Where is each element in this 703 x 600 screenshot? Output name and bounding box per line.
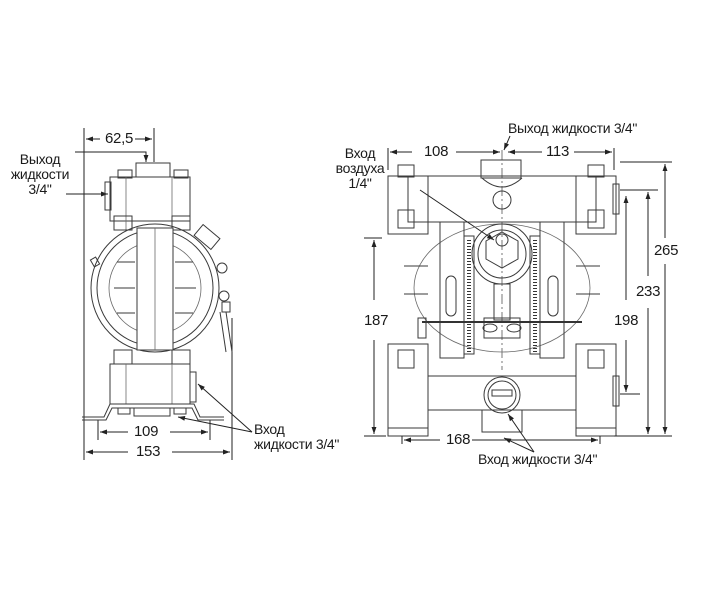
side-outlet-label-line3: 3/4" [28, 181, 52, 197]
dim-62-5: 62,5 [103, 130, 135, 147]
side-inlet-label-line2: жидкости 3/4" [254, 436, 340, 452]
side-outlet-label-line1: Выход [19, 151, 61, 167]
air-inlet-label-line3: 1/4" [348, 175, 372, 191]
dim-265: 265 [652, 242, 681, 259]
dim-168: 168 [444, 431, 473, 448]
dim-108: 108 [422, 143, 451, 160]
dim-198: 198 [612, 312, 641, 329]
side-view [66, 128, 253, 460]
air-inlet-label-line1: Вход [344, 145, 376, 161]
dim-153: 153 [134, 443, 163, 460]
front-outlet-label: Выход жидкости 3/4" [508, 120, 638, 136]
dim-109: 109 [132, 423, 161, 440]
dim-113: 113 [544, 143, 572, 160]
side-outlet-label: Выход жидкости 3/4" [8, 152, 72, 197]
dim-187: 187 [362, 312, 391, 329]
air-inlet-label-line2: воздуха [335, 160, 385, 176]
dim-233: 233 [634, 283, 663, 300]
front-view [364, 135, 672, 453]
side-outlet-label-line2: жидкости [10, 166, 70, 182]
side-inlet-label: Вход жидкости 3/4" [254, 422, 339, 452]
air-inlet-label: Вход воздуха 1/4" [334, 146, 386, 191]
front-inlet-label: Вход жидкости 3/4" [478, 451, 598, 467]
side-inlet-label-line1: Вход [254, 421, 285, 437]
